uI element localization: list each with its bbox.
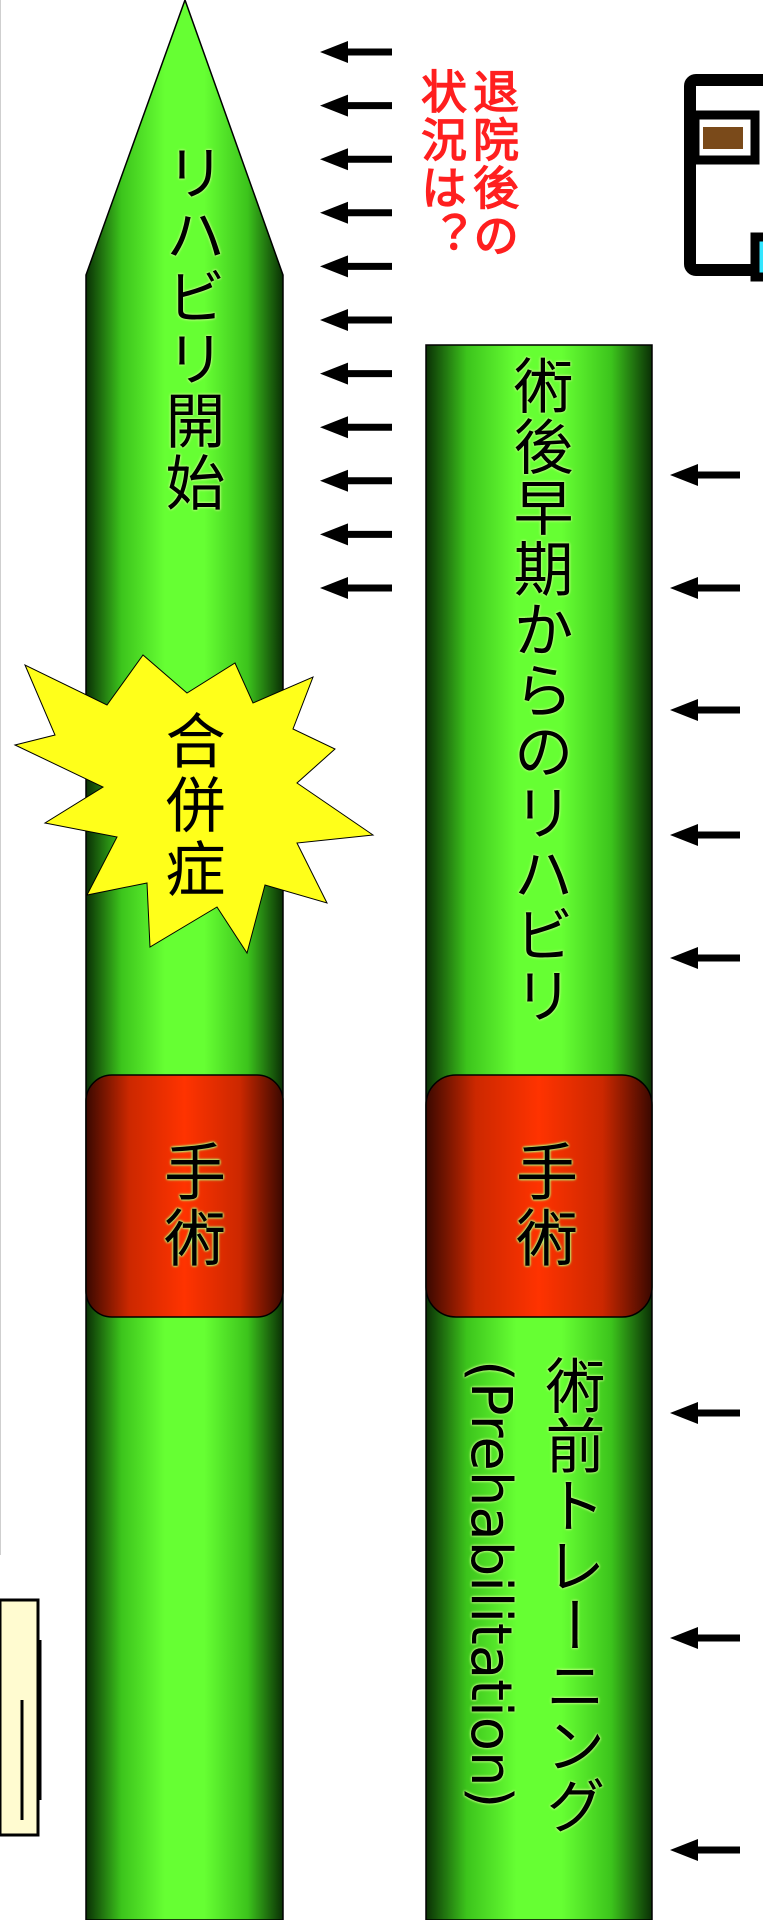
top-arrow-column: [320, 41, 392, 599]
left-arrow-icon: [320, 577, 392, 599]
after-discharge-question-line1: 退院後の: [466, 68, 520, 260]
left-arrow-icon: [670, 464, 740, 486]
left-arrow-icon: [320, 94, 392, 117]
left-arrow-icon: [670, 1839, 740, 1861]
explosion-burst-icon: [13, 654, 375, 955]
top-surgery-block: [85, 1074, 284, 1318]
left-arrow-icon: [670, 1627, 740, 1649]
rehab-start-label: リハビリ開始: [155, 142, 225, 514]
early-rehab-label: 術後早期からのリハビリ: [503, 355, 573, 1026]
complication-label: 合併症: [155, 710, 225, 902]
left-arrow-icon: [320, 255, 392, 278]
left-arrow-icon: [320, 41, 392, 63]
left-edge-fragment: [0, 0, 42, 1837]
bottom-arrow-column-upper: [670, 464, 740, 969]
bottom-surgery-label: 手術: [505, 1140, 578, 1272]
left-arrow-icon: [320, 523, 392, 546]
prehab-label-line1: 術前トレーニング: [535, 1355, 605, 1835]
left-arrow-icon: [670, 577, 740, 599]
left-arrow-icon: [320, 309, 392, 331]
left-arrow-icon: [320, 148, 392, 171]
top-progress-arrow: [85, 0, 284, 1920]
house-icon: [684, 74, 763, 282]
left-arrow-icon: [320, 416, 392, 439]
left-arrow-icon: [320, 469, 392, 492]
left-arrow-icon: [320, 362, 392, 385]
left-arrow-icon: [670, 699, 740, 721]
left-arrow-icon: [670, 1402, 740, 1424]
after-discharge-question-line2: 状況は？: [414, 68, 468, 260]
bottom-arrow-column-lower: [670, 1402, 740, 1861]
prehab-label-line2: (Prehabilitation): [458, 1360, 523, 1809]
bottom-surgery-block: [425, 1074, 653, 1318]
top-surgery-label: 手術: [153, 1140, 226, 1272]
left-arrow-icon: [670, 947, 740, 969]
left-arrow-icon: [670, 824, 740, 846]
left-arrow-icon: [320, 201, 392, 224]
